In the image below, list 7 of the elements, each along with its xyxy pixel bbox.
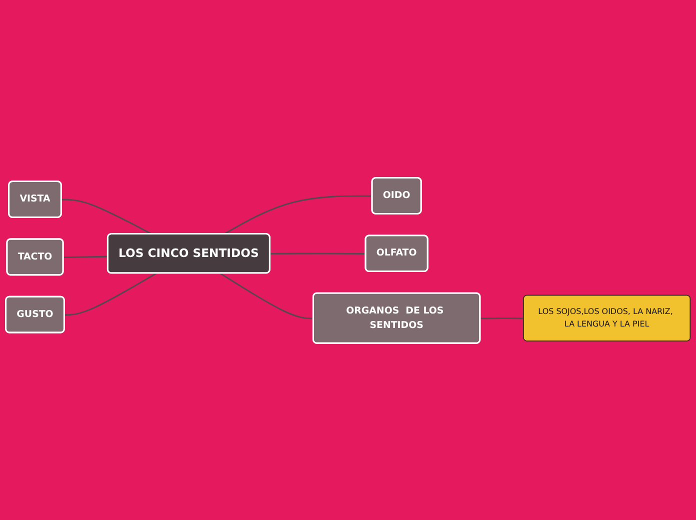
connector bbox=[224, 194, 372, 234]
connector bbox=[63, 255, 108, 258]
connector bbox=[270, 252, 366, 254]
connector bbox=[62, 198, 152, 234]
connector bbox=[64, 272, 157, 316]
connector bbox=[480, 317, 524, 319]
connector bbox=[220, 272, 314, 319]
